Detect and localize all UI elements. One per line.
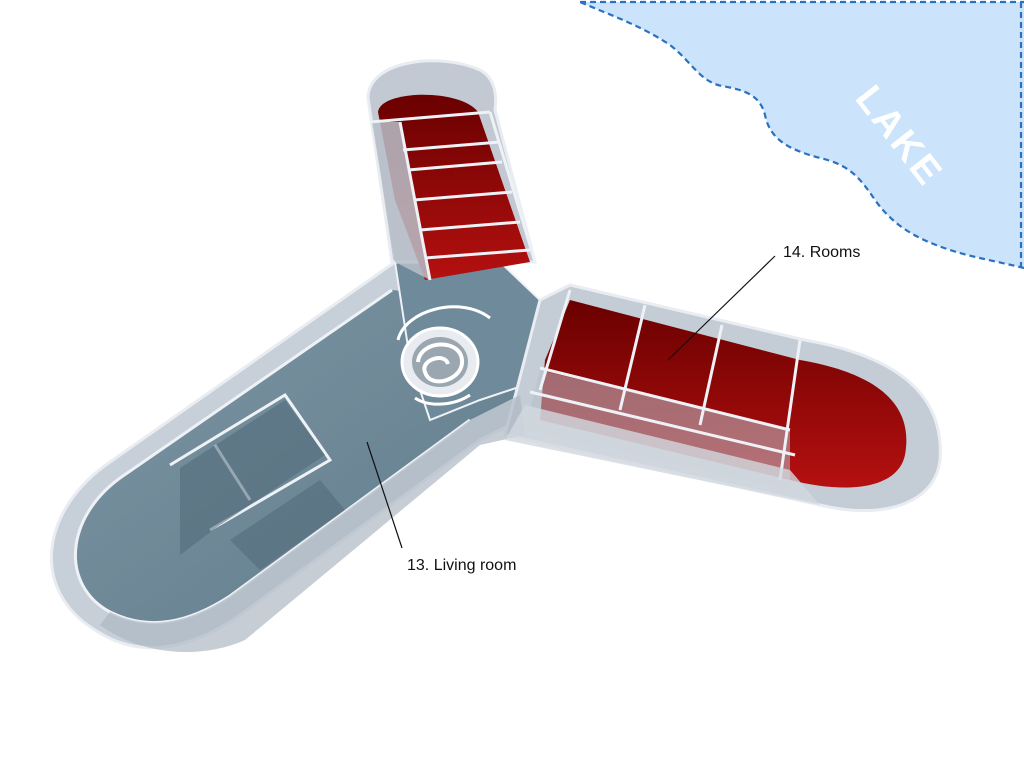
rooms-leader-line	[667, 255, 776, 361]
top-wing-partitions	[369, 110, 537, 281]
rooms-label: 14. Rooms	[783, 244, 861, 261]
top-wing-corridor	[372, 122, 430, 280]
right-wing-partitions	[529, 289, 802, 481]
spiral-staircase-icon	[396, 305, 491, 406]
living-room-label: 13. Living room	[407, 557, 517, 574]
living-wing-wall-edge	[74, 288, 471, 625]
lake-area	[580, 2, 1024, 268]
living-room-leader-line	[366, 441, 403, 549]
right-front-glass-walls	[505, 405, 820, 505]
living-room-blocks	[180, 400, 345, 570]
front-glass-walls	[100, 395, 525, 652]
building	[49, 59, 942, 652]
